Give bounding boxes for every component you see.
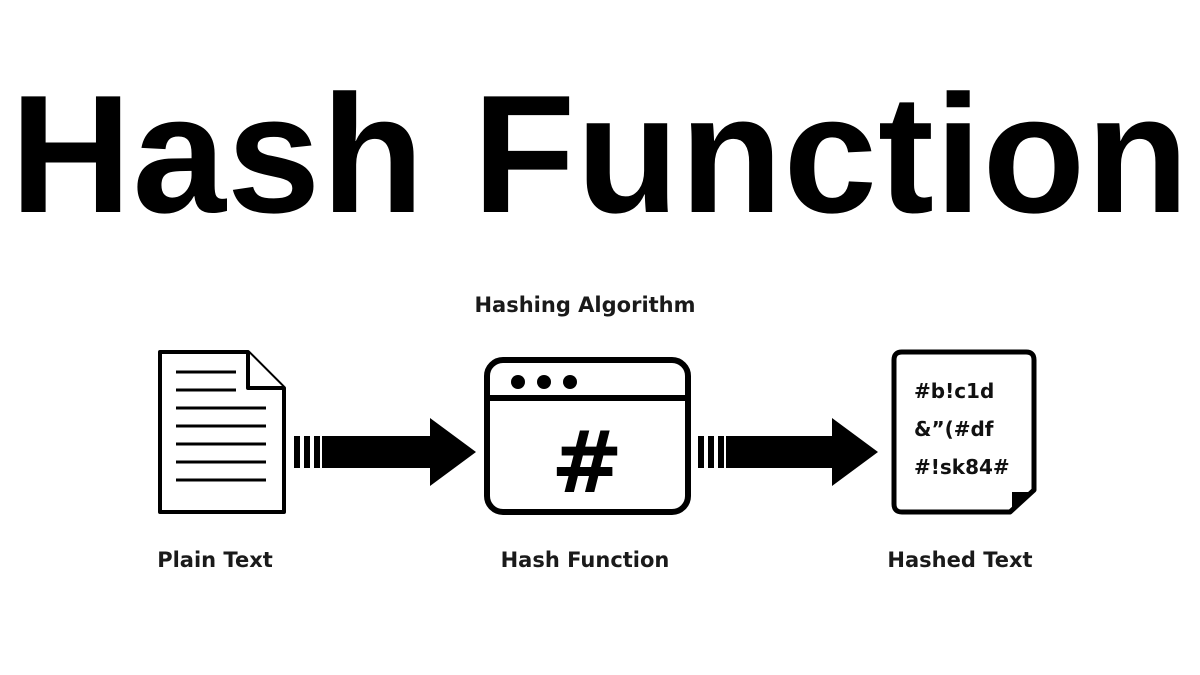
browser-window-hash-icon: # [484, 357, 691, 515]
page-title: Hash Function [10, 60, 1190, 248]
hashed-document-icon: #b!c1d &”(#df #!sk84# [891, 349, 1037, 515]
hashed-line-1: #b!c1d [914, 379, 994, 403]
algorithm-label: Hashing Algorithm [474, 293, 696, 317]
hashed-text-label: Hashed Text [887, 548, 1033, 572]
flow-arrow-2 [698, 418, 878, 486]
hash-function-label: Hash Function [500, 548, 670, 572]
hashed-line-2: &”(#df [914, 417, 994, 441]
hash-symbol: # [551, 413, 623, 513]
document-icon [158, 350, 286, 514]
plain-text-label: Plain Text [157, 548, 273, 572]
flow-arrow-1 [294, 418, 476, 486]
hashed-line-3: #!sk84# [914, 455, 1010, 479]
